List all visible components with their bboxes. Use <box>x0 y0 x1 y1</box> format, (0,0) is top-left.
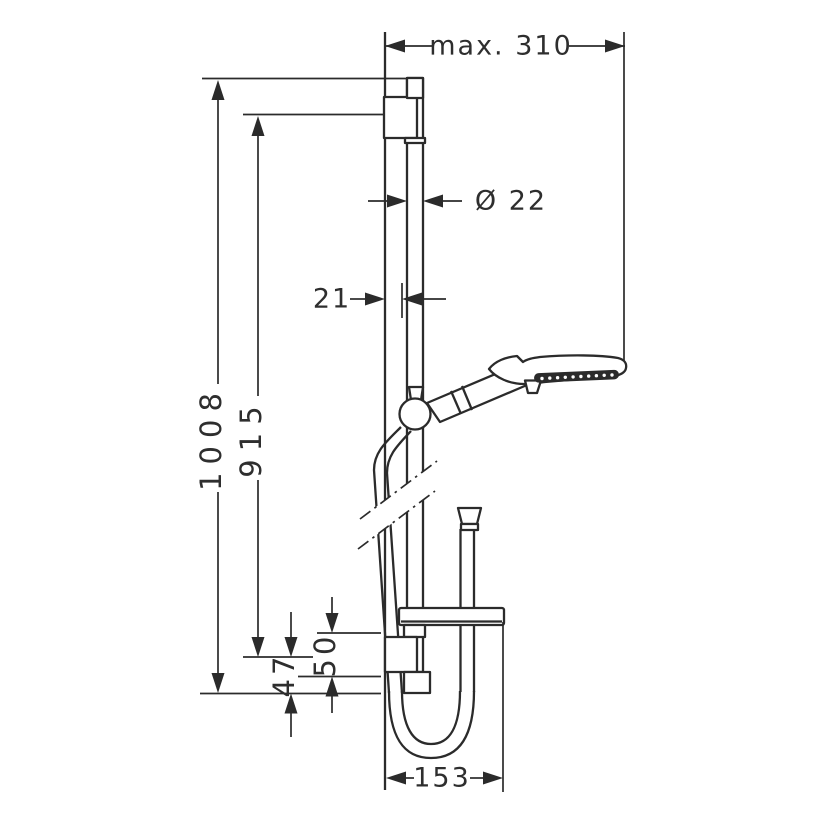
arrowhead-down <box>284 637 298 657</box>
pipe-break <box>357 460 438 550</box>
arrowhead-up <box>325 676 339 697</box>
dim-overall-length: 1008 <box>194 77 407 695</box>
dim-label-end-offset: 47 <box>267 653 301 698</box>
dim-dish-offset: 50 <box>298 597 381 713</box>
dimensions: max. 310 Ø 22 21 1008 <box>194 31 625 794</box>
soap-dish <box>397 606 506 639</box>
break-gap-cover <box>358 461 437 549</box>
spray-nozzles <box>540 373 614 381</box>
spray-face <box>534 369 619 383</box>
nozzle-dot <box>579 374 583 379</box>
bar-end-cap <box>402 670 432 695</box>
dim-loop-width: 153 <box>386 622 504 794</box>
nozzle-dot <box>587 374 591 378</box>
hose-left-inner <box>385 430 412 694</box>
dim-label-wall-offset: 21 <box>313 284 351 315</box>
hose-u-inner <box>400 690 462 746</box>
shower-set-drawing <box>357 32 628 790</box>
dim-label-hole-distance: 915 <box>234 398 268 477</box>
arrowhead-right <box>402 292 422 306</box>
slide-bar <box>405 76 425 674</box>
bottom-wall-bracket <box>383 635 432 695</box>
dim-max-width: max. 310 <box>385 31 625 361</box>
slide-bar-top-cap <box>405 76 425 100</box>
dim-label-max-width: max. 310 <box>429 31 573 62</box>
hose-connector <box>456 506 483 526</box>
arrowhead-down <box>325 613 339 633</box>
arrowhead-left <box>386 771 406 785</box>
nozzle-dot <box>610 373 614 377</box>
arrowhead-left <box>387 194 407 208</box>
arrowhead-up <box>284 693 298 714</box>
hose-u-outer <box>387 690 476 760</box>
arrowhead-left <box>385 39 405 53</box>
dim-label-dish-offset: 50 <box>308 633 342 678</box>
nozzle-dot <box>563 375 567 379</box>
top-bracket-collar <box>403 136 427 145</box>
hose-left-outer <box>372 426 402 694</box>
spray-face-band <box>534 369 619 383</box>
soap-dish-support <box>402 623 427 639</box>
slider-knob <box>398 397 432 431</box>
arrowhead-right <box>483 771 503 785</box>
handle-grip-line <box>449 390 463 415</box>
break-mark <box>357 490 436 550</box>
hose-connector-collar <box>459 522 480 532</box>
nozzle-dot <box>602 373 606 377</box>
arrowhead-down <box>211 673 225 693</box>
shower-hose <box>372 426 483 760</box>
top-bracket-plate <box>382 95 419 140</box>
arrowhead-up <box>251 116 265 136</box>
bottom-bracket-plate <box>383 635 419 674</box>
dim-wall-offset: 21 <box>313 283 446 318</box>
arrowhead-left <box>365 292 385 306</box>
arrowhead-right <box>423 194 443 208</box>
dim-label-bar-diameter: Ø 22 <box>475 186 547 217</box>
handle-grip-line <box>460 385 474 411</box>
dim-label-overall-length: 1008 <box>194 385 228 491</box>
dim-end-offset: 47 <box>267 612 301 737</box>
nozzle-dot <box>594 374 599 378</box>
nozzle-dot <box>571 375 575 379</box>
dim-label-loop-width: 153 <box>413 763 471 794</box>
dim-bar-diameter: Ø 22 <box>368 186 547 217</box>
nozzle-dot <box>540 376 544 381</box>
arrowhead-right <box>605 39 625 53</box>
arrowhead-down <box>251 637 265 657</box>
arrowhead-up <box>211 80 225 100</box>
nozzle-dot <box>548 376 552 380</box>
dim-hole-distance: 915 <box>234 113 385 658</box>
nozzle-dot <box>555 376 560 380</box>
break-mark <box>359 460 438 520</box>
top-wall-bracket <box>382 76 427 145</box>
hand-shower <box>398 354 628 431</box>
